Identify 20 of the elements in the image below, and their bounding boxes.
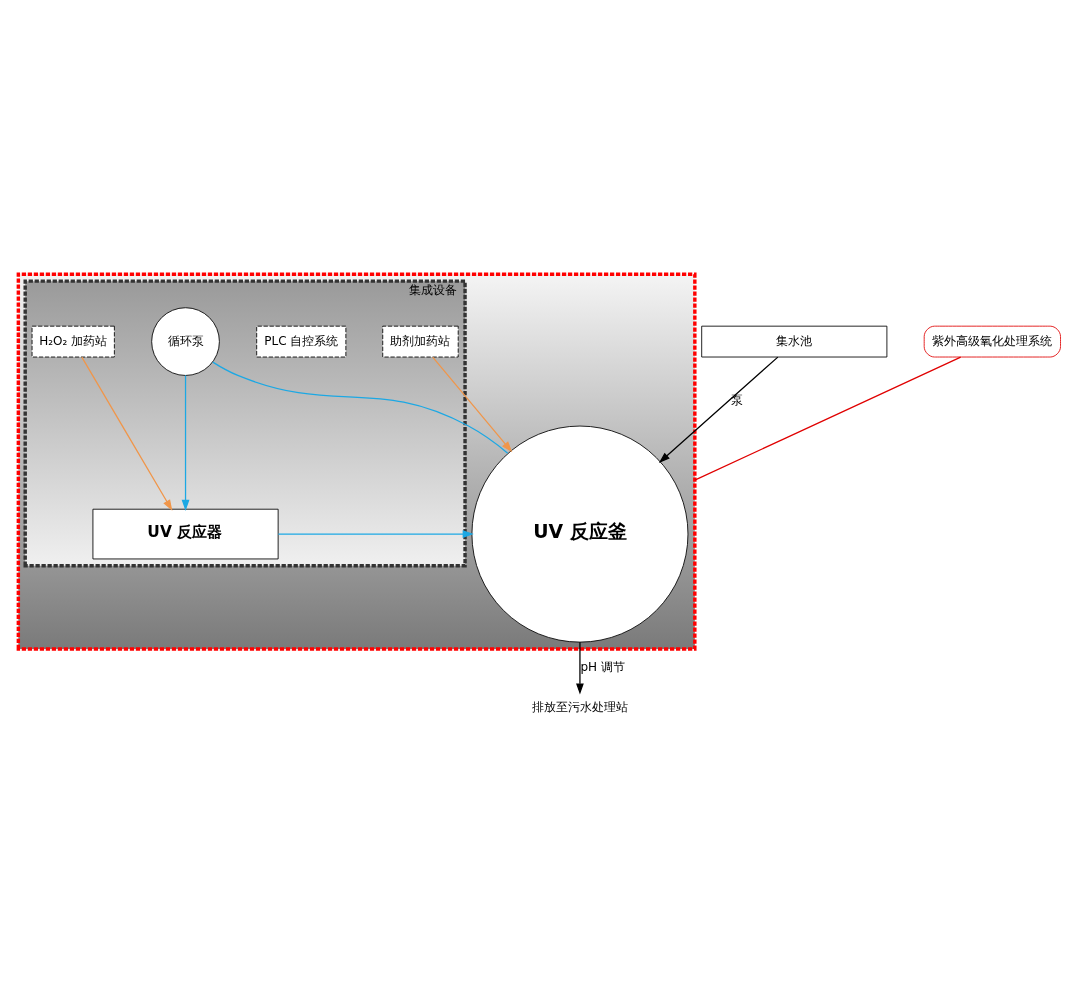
connector [694,355,962,481]
node-box: 紫外高级氧化处理系统 [923,325,1061,357]
edge-label: pH 调节 [580,659,625,674]
connector [212,361,509,454]
edge-label: 泵 [731,392,744,407]
node-circle: UV 反应釜 [471,425,689,643]
arrow [181,374,190,511]
node-box: 集水池 [701,325,888,357]
node-circle: 循环泵 [151,306,220,376]
node-box: 助剂加药站 [382,325,459,357]
cluster [16,272,697,651]
arrow [81,355,173,511]
node-text: 排放至污水处理站 [531,699,628,714]
arrow [576,641,584,695]
node-box: UV 反应器 [92,508,279,559]
arrow [277,529,474,538]
node-box: PLC 自控系统 [256,325,347,357]
node-box: H₂O₂ 加药站 [31,325,115,357]
arrow [432,355,513,452]
arrow [658,355,779,463]
